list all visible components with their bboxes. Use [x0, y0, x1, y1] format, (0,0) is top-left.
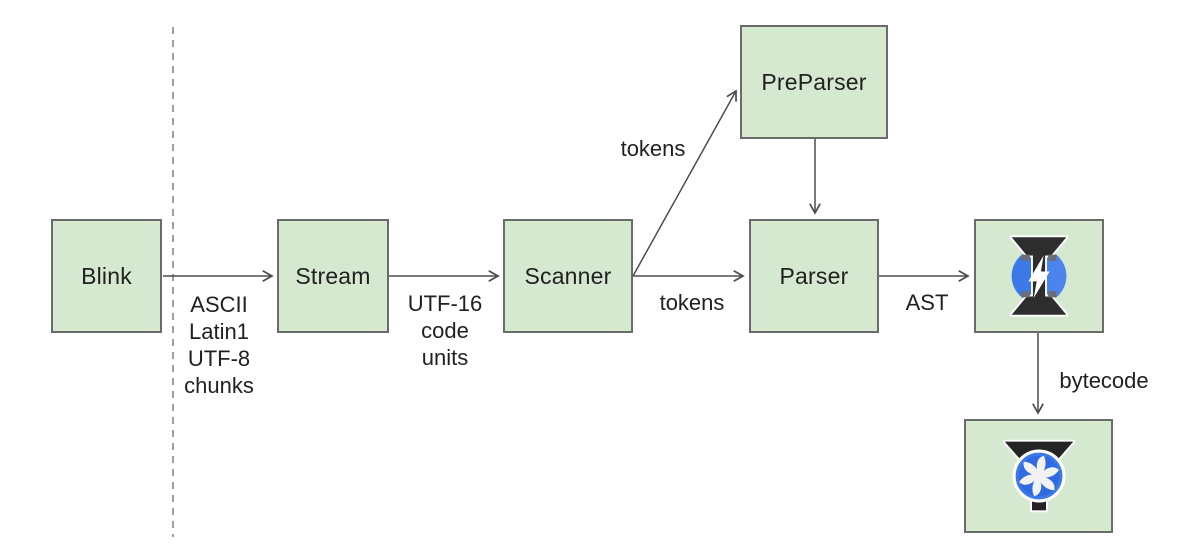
node-parser: Parser: [749, 219, 879, 333]
node-ignition: [974, 219, 1104, 333]
turbofan-fan-icon: [1002, 439, 1075, 513]
node-turbofan: [964, 419, 1113, 533]
node-parser-label: Parser: [779, 262, 849, 289]
node-blink-label: Blink: [81, 262, 132, 289]
edge-label-ast: AST: [905, 290, 949, 315]
edge-label-utf16-code-units: UTF-16 code units: [407, 291, 483, 370]
edge-label-tokens-lower: tokens: [659, 290, 725, 315]
edge-label-bytecode: bytecode: [1059, 368, 1149, 393]
node-blink: Blink: [51, 219, 162, 333]
ignition-lightning-icon: [1009, 235, 1069, 317]
edge-label-encoding-chunks: ASCII Latin1 UTF-8 chunks: [184, 292, 254, 398]
edge-label-tokens-upper: tokens: [620, 136, 686, 161]
node-stream: Stream: [277, 219, 389, 333]
node-scanner: Scanner: [503, 219, 633, 333]
node-scanner-label: Scanner: [524, 262, 612, 289]
arrow-scanner-to-preparser: [632, 89, 737, 277]
node-preparser: PreParser: [740, 25, 888, 139]
node-preparser-label: PreParser: [761, 68, 867, 95]
node-stream-label: Stream: [295, 262, 371, 289]
